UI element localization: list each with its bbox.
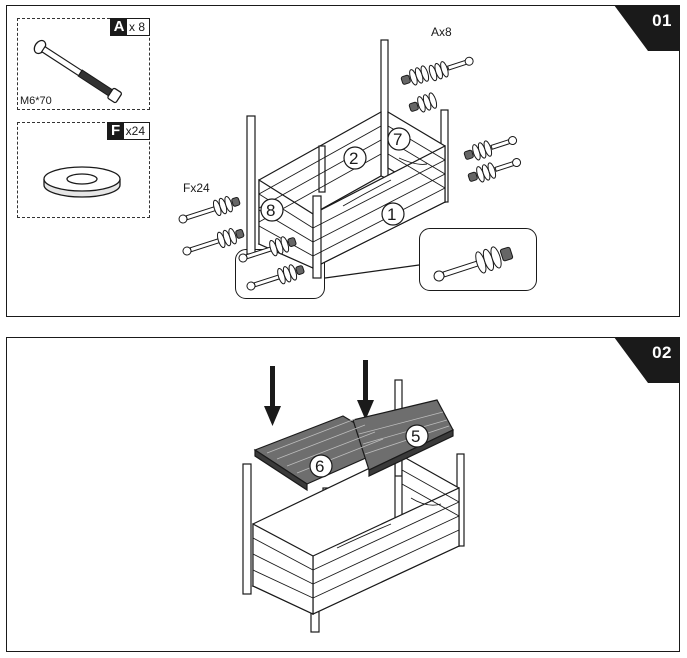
part-f-box: F x24 bbox=[17, 122, 150, 218]
part-quantity: x24 bbox=[125, 124, 145, 138]
component-number-5: 5 bbox=[411, 427, 420, 446]
part-a-box: A x 8 M6*70 bbox=[17, 18, 150, 110]
part-letter: A bbox=[110, 19, 127, 35]
component-number-8: 8 bbox=[266, 201, 275, 220]
bolt-icon bbox=[33, 39, 122, 104]
part-quantity: x 8 bbox=[128, 20, 145, 34]
part-a-size: M6*70 bbox=[20, 95, 52, 107]
step-02-badge: 02 bbox=[608, 337, 680, 383]
washer-icon bbox=[43, 166, 121, 198]
part-a-tag: A x 8 bbox=[109, 18, 150, 36]
part-letter: F bbox=[107, 123, 124, 139]
planter-shelf-drawing: 6 5 bbox=[242, 360, 465, 633]
bolt-washer-stack bbox=[178, 56, 522, 291]
step-number: 01 bbox=[652, 11, 672, 30]
component-number-1: 1 bbox=[387, 205, 396, 224]
component-number-6: 6 bbox=[315, 457, 324, 476]
washers-count-label: Fx24 bbox=[183, 181, 210, 195]
bolts-count-label: Ax8 bbox=[431, 25, 452, 39]
step-01-panel: 01 A x 8 M6*70 F x24 Ax8 Fx24 bbox=[6, 5, 680, 317]
component-number-2: 2 bbox=[349, 149, 358, 168]
step-02-panel: 02 bbox=[6, 337, 680, 652]
step-number: 02 bbox=[652, 343, 672, 362]
part-f-tag: F x24 bbox=[106, 122, 150, 140]
bolt-detail-callout-large bbox=[419, 228, 537, 291]
down-arrow-icon bbox=[264, 360, 374, 426]
planter-frame-drawing: 1 2 7 8 bbox=[178, 39, 522, 291]
step-01-badge: 01 bbox=[608, 5, 680, 51]
component-number-7: 7 bbox=[393, 130, 402, 149]
